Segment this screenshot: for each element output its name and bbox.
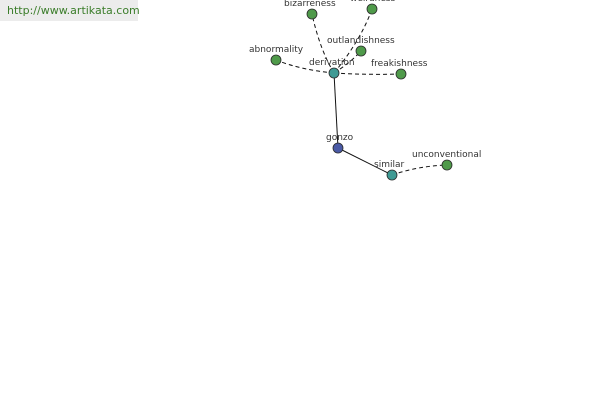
node-label-bizarreness[interactable]: bizarreness (284, 0, 336, 9)
node-weirdness[interactable]: weirdness (350, 0, 396, 15)
edge-derivation-bizarreness (311, 13, 335, 74)
node-label-unconventional[interactable]: unconventional (412, 150, 481, 160)
edge-derivation-freakishness (333, 72, 402, 75)
node-abnormality[interactable]: abnormality (249, 45, 304, 66)
node-dot-bizarreness[interactable] (306, 8, 318, 20)
node-label-gonzo[interactable]: gonzo (326, 133, 354, 143)
node-unconventional[interactable]: unconventional (412, 150, 481, 171)
edge-derivation-abnormality (275, 59, 335, 74)
node-label-weirdness[interactable]: weirdness (350, 0, 396, 4)
node-gonzo[interactable]: gonzo (326, 133, 354, 154)
node-label-similar[interactable]: similar (374, 160, 404, 170)
node-dot-weirdness[interactable] (366, 3, 378, 15)
node-freakishness[interactable]: freakishness (371, 59, 428, 80)
node-dot-freakishness[interactable] (395, 68, 407, 80)
node-label-derivation[interactable]: derivation (309, 58, 355, 68)
node-similar[interactable]: similar (374, 160, 404, 181)
watermark-url[interactable]: http://www.artikata.com (0, 0, 140, 21)
edge-gonzo-derivation (333, 72, 339, 149)
edge-gonzo-similar (337, 147, 393, 176)
node-dot-outlandishness[interactable] (355, 45, 367, 57)
node-dot-derivation[interactable] (328, 67, 340, 79)
nodes-layer: gonzo derivation similar abnormality bizarre… (249, 0, 481, 181)
node-dot-abnormality[interactable] (270, 54, 282, 66)
node-derivation[interactable]: derivation (309, 58, 355, 79)
edge-derivation-weirdness (333, 8, 373, 74)
node-outlandishness[interactable]: outlandishness (327, 36, 395, 57)
node-label-abnormality[interactable]: abnormality (249, 45, 304, 55)
node-dot-gonzo[interactable] (332, 142, 344, 154)
node-label-outlandishness[interactable]: outlandishness (327, 36, 395, 46)
node-dot-unconventional[interactable] (441, 159, 453, 171)
node-label-freakishness[interactable]: freakishness (371, 59, 428, 69)
node-bizarreness[interactable]: bizarreness (284, 0, 336, 20)
node-dot-similar[interactable] (386, 169, 398, 181)
